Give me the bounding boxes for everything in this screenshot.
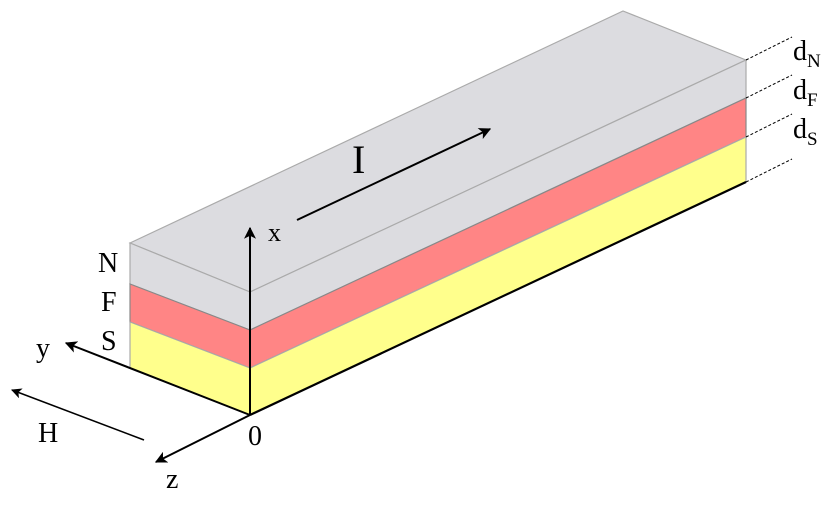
label-s: S	[101, 326, 117, 357]
label-x-axis: x	[268, 218, 281, 247]
label-current: I	[352, 137, 365, 182]
label-field: H	[38, 418, 58, 449]
field-h-arrow	[11, 388, 145, 441]
label-z-axis: z	[166, 464, 178, 495]
thickness-guides	[745, 36, 793, 183]
label-origin: 0	[248, 421, 262, 452]
label-y-axis: y	[36, 333, 50, 364]
bottom-front-edge	[249, 181, 747, 416]
y-axis-arrow	[64, 341, 251, 416]
label-ds: dS	[793, 114, 818, 150]
current-arrow	[296, 128, 492, 221]
label-dn: dN	[793, 36, 821, 72]
z-axis-arrow	[154, 414, 251, 463]
label-f: F	[101, 287, 117, 318]
label-df: dF	[793, 75, 818, 111]
label-n: N	[98, 248, 118, 279]
